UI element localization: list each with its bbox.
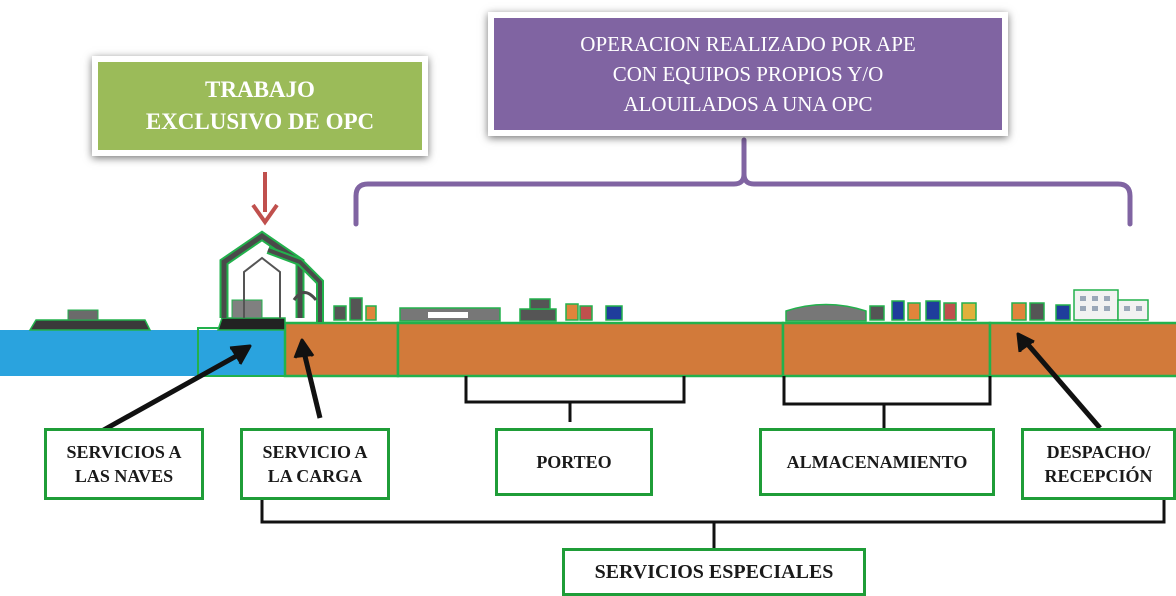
- operation-brace: [353, 137, 1133, 227]
- special-services-bracket: [260, 500, 1166, 548]
- crane-boom-icon: [266, 246, 324, 322]
- land-section-dispatch: [988, 321, 1176, 378]
- dispatch-box: DESPACHO/ RECEPCIÓN: [1021, 428, 1176, 500]
- porteo-bracket: [464, 376, 686, 422]
- cargo-pointer-arrow-icon: [293, 338, 323, 419]
- moored-ship-icon: [216, 299, 286, 331]
- gantry-crane-icon: [219, 230, 305, 318]
- cargo-service-box: SERVICIO A LA CARGA: [240, 428, 390, 500]
- operation-callout: OPERACION REALIZADO POR APE CON EQUIPOS …: [488, 12, 1008, 136]
- ships-services-box: SERVICIOS A LAS NAVES: [44, 428, 204, 500]
- storage-bracket: [782, 376, 992, 428]
- exclusive-work-arrow-icon: [251, 172, 279, 226]
- ship-icon: [28, 309, 152, 331]
- cargo-equipment-icons: [333, 297, 377, 321]
- ships-pointer-arrow-icon: [98, 344, 252, 435]
- dispatch-pointer-arrow-icon: [1016, 332, 1102, 430]
- exclusive-work-callout: TRABAJO EXCLUSIVO DE OPC: [92, 56, 428, 156]
- trucks-storage-icon: [891, 300, 977, 321]
- trucks-porteo-icon: [565, 303, 623, 321]
- land-section-storage: [781, 321, 992, 378]
- warehouse-icon: [785, 303, 885, 322]
- land-section-porteo: [396, 321, 785, 378]
- office-building-icon: [1073, 289, 1149, 321]
- storage-box: ALMACENAMIENTO: [759, 428, 995, 496]
- shed-porteo-icon: [399, 307, 501, 322]
- container-stack-icon: [519, 298, 557, 322]
- porteo-box: PORTEO: [495, 428, 653, 496]
- trucks-dispatch-icon: [1011, 302, 1071, 321]
